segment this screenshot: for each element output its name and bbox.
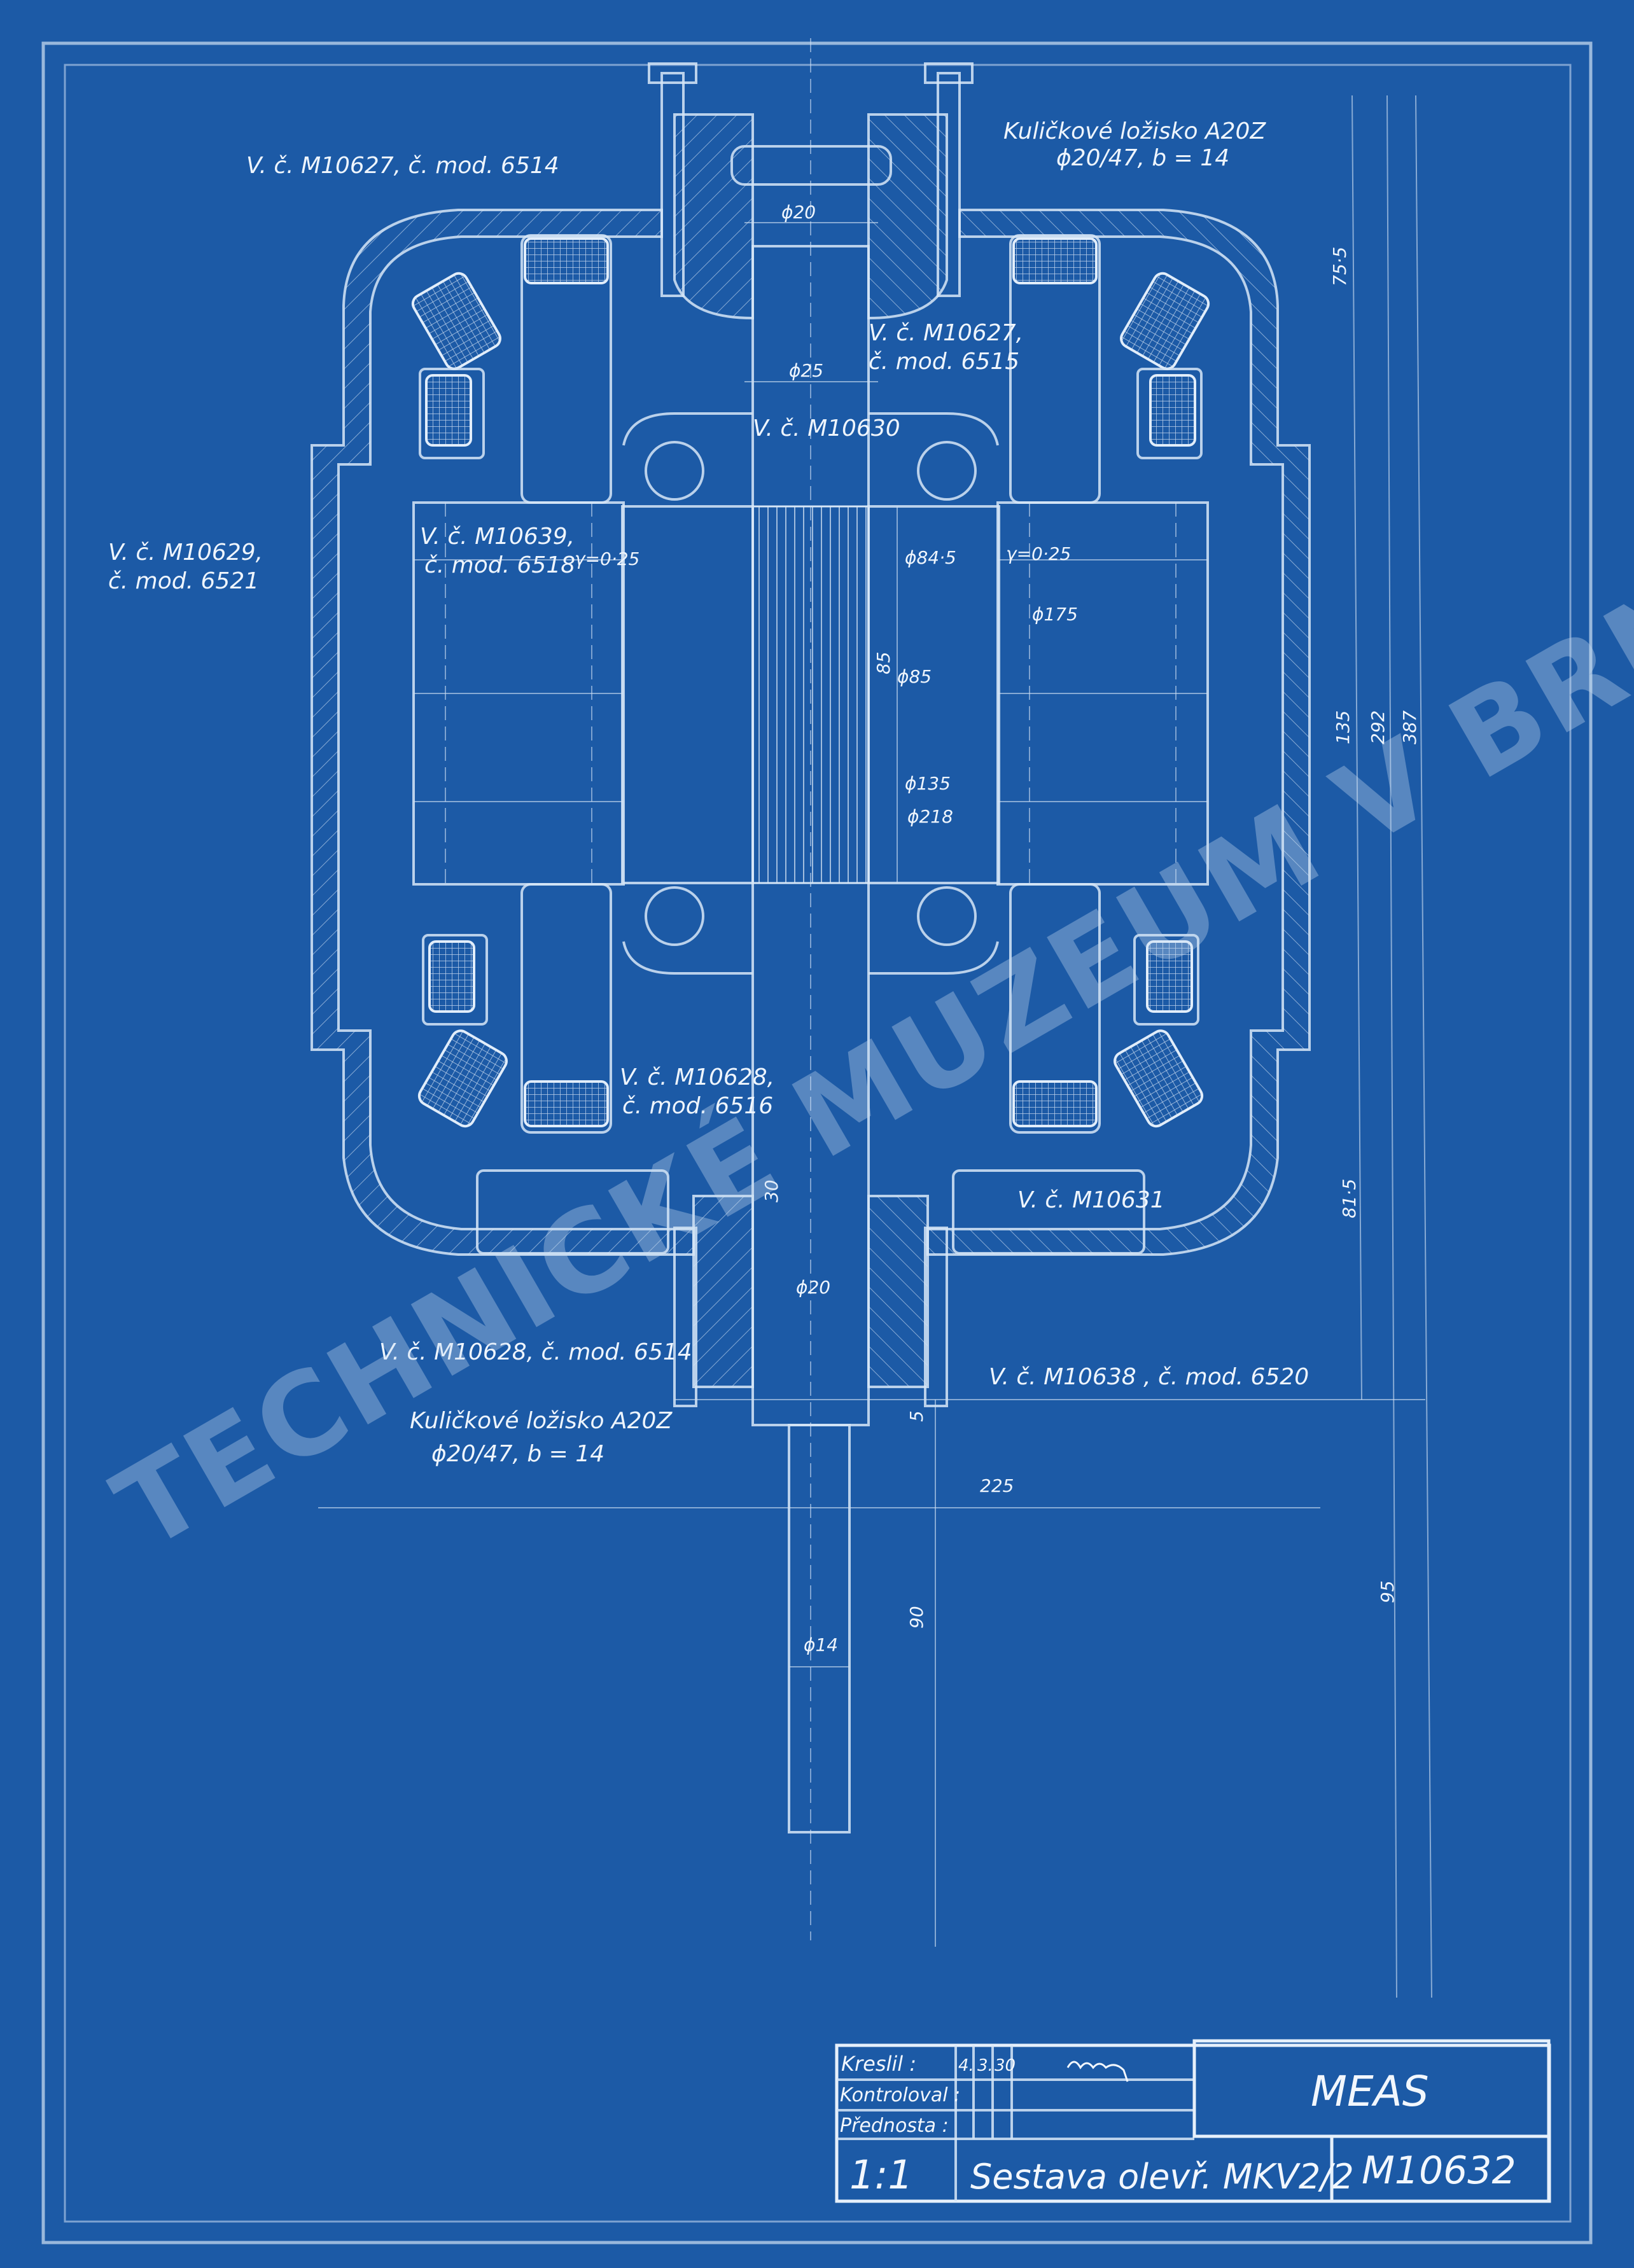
drawing-number: M10632 xyxy=(1362,2148,1516,2193)
dim-gap-left: γ=0·25 xyxy=(575,548,639,569)
dimension-lines xyxy=(318,95,1432,1998)
drawn-month: 3. xyxy=(977,2056,993,2075)
dim-218: ϕ218 xyxy=(907,806,953,827)
label-bottom-cap-model: č. mod. 6516 xyxy=(622,1093,773,1119)
inner-frame xyxy=(64,64,1572,2223)
label-bottom-cover: V. č. M10628, č. mod. 6514 xyxy=(379,1339,692,1365)
label-top-bearing: Kuličkové ložisko A20Z xyxy=(1003,118,1266,144)
label-stator: V. č. M10639, xyxy=(420,524,575,550)
label-bottom-bearing-size: ϕ20/47, b = 14 xyxy=(431,1441,604,1467)
dim-135-right: 135 xyxy=(1332,711,1353,744)
dim-292: 292 xyxy=(1367,711,1388,744)
label-part-10631: V. č. M10631 xyxy=(1017,1187,1165,1213)
signature xyxy=(1066,2061,1129,2082)
dim-387: 387 xyxy=(1399,710,1420,744)
label-stator-model: č. mod. 6518 xyxy=(424,552,575,578)
motor-assembly xyxy=(311,38,1311,1940)
shaft-extension xyxy=(788,1424,851,1833)
drawn-by-label: Kreslil : xyxy=(841,2052,916,2076)
chief-label: Přednosta : xyxy=(840,2115,949,2137)
bearing-nut xyxy=(730,145,892,186)
label-inner-cap: V. č. M10627, xyxy=(869,320,1023,346)
dim-14: ϕ14 xyxy=(804,1634,838,1655)
label-shaft: V. č. M10630 xyxy=(753,415,900,442)
dim-75-5: 75·5 xyxy=(1329,247,1350,286)
title-block: Kreslil : 4. 3. 30 Kontroloval : Přednos… xyxy=(835,2039,1551,2203)
outer-border xyxy=(41,41,1593,2244)
dim-85: ϕ85 xyxy=(897,666,932,687)
label-top-bearing-size: ϕ20/47, b = 14 xyxy=(1056,145,1229,171)
dim-90: 90 xyxy=(906,1606,927,1629)
dim-gap-right: γ=0·25 xyxy=(1006,543,1071,564)
label-housing-model: č. mod. 6521 xyxy=(108,568,259,594)
annotations: V. č. M10627, č. mod. 6514 Kuličkové lož… xyxy=(108,118,1420,1655)
dim-30: 30 xyxy=(761,1179,782,1202)
scale: 1:1 xyxy=(849,2152,913,2198)
dim-5: 5 xyxy=(906,1410,927,1422)
dim-225: 225 xyxy=(980,1475,1014,1496)
dim-top-shaft: ϕ20 xyxy=(781,202,816,223)
drawn-year: 30 xyxy=(995,2056,1016,2075)
dim-81-5: 81·5 xyxy=(1339,1179,1360,1218)
label-housing: V. č. M10629, xyxy=(108,539,263,566)
label-inner-cap-model: č. mod. 6515 xyxy=(869,349,1019,375)
dim-bottom-shaft: ϕ20 xyxy=(796,1277,830,1298)
checked-by-label: Kontroloval : xyxy=(840,2084,960,2106)
drawing-title: Sestava olevř. MKV2/2 xyxy=(970,2157,1354,2197)
label-bottom-cap: V. č. M10628, xyxy=(620,1064,774,1090)
drawing-number-box xyxy=(1330,2134,1551,2203)
dim-shaft-25: ϕ25 xyxy=(789,360,823,381)
drawn-day: 4. xyxy=(958,2056,974,2075)
dim-95: 95 xyxy=(1377,1580,1398,1603)
dim-175: ϕ175 xyxy=(1032,604,1078,625)
dim-84-5: ϕ84·5 xyxy=(905,547,956,568)
label-bottom-inner: V. č. M10638 , č. mod. 6520 xyxy=(989,1364,1309,1390)
label-bottom-bearing: Kuličkové ložisko A20Z xyxy=(410,1408,673,1434)
dim-135: ϕ135 xyxy=(905,773,951,794)
company-name: MEAS xyxy=(1311,2067,1429,2116)
label-top-cover: V. č. M10627, č. mod. 6514 xyxy=(246,153,559,179)
dim-85-length: 85 xyxy=(873,651,894,674)
